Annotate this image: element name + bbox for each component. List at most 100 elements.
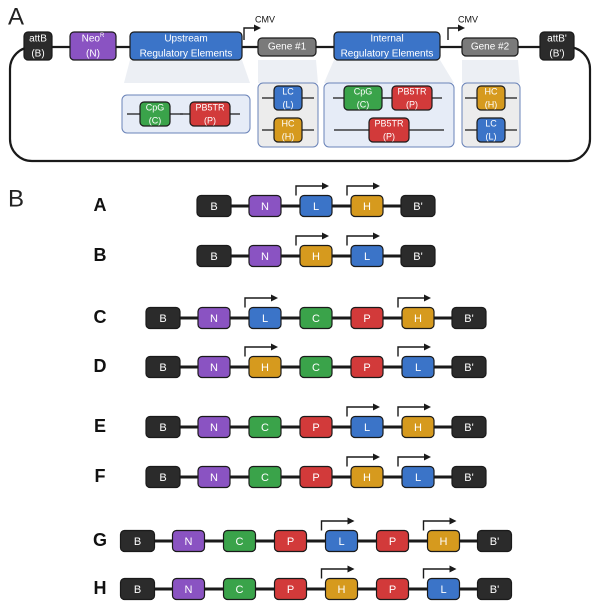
upstream-detail-cpg-code: (C)	[149, 115, 162, 125]
construct-H-element-6	[426, 577, 461, 601]
construct-G-element-0	[119, 529, 156, 553]
construct-B-element-4	[400, 244, 436, 268]
construct-C-element-3	[299, 306, 333, 330]
internal-detail-pb5tr-2-code: (P)	[383, 131, 395, 141]
construct-C-element-4	[350, 306, 384, 330]
construct-G-element-3-label: P	[287, 536, 294, 548]
construct-H-element-4-label: H	[338, 584, 346, 596]
construct-B-element-0-label: B	[210, 251, 217, 263]
construct-A-element-4	[400, 194, 436, 218]
construct-F-element-3-label: P	[312, 472, 319, 484]
construct-B-element-1	[248, 244, 282, 268]
construct-F-element-0	[145, 465, 181, 489]
construct-C-element-5-label: H	[414, 313, 422, 325]
construct-A-promoter-2-head	[322, 182, 329, 190]
construct-F-element-5	[401, 465, 435, 489]
construct-G-element-6-label: H	[440, 536, 448, 548]
gene1-module	[257, 37, 317, 57]
construct-F-element-3	[299, 465, 333, 489]
construct-H-element-3-label: P	[287, 584, 294, 596]
construct-D-element-4	[350, 355, 384, 379]
construct-D-promoter-2-head	[271, 343, 278, 351]
construct-C-element-1	[197, 306, 231, 330]
construct-G-element-4-label: L	[338, 536, 344, 548]
cmv-arrow-2-head	[458, 24, 465, 32]
neo-module-superscript: R	[100, 33, 105, 39]
construct-A-element-0-label: B	[210, 201, 217, 213]
gene1-detail-hc	[273, 117, 303, 143]
upstream-zoom-wedge	[124, 60, 250, 83]
construct-E-element-3	[299, 415, 333, 439]
construct-B-element-2	[299, 244, 333, 268]
construct-G-element-7-label: B'	[490, 536, 499, 548]
construct-C-element-6-label: B'	[464, 313, 473, 325]
construct-A-element-3-label: H	[363, 201, 371, 213]
construct-C-element-5	[401, 306, 435, 330]
construct-C-element-4-label: P	[363, 313, 370, 325]
attb-module	[23, 31, 53, 61]
construct-G-element-3	[273, 529, 308, 553]
construct-F-element-1-label: N	[210, 472, 218, 484]
upstream-module-label: Upstream	[164, 34, 207, 45]
construct-label-G: G	[93, 530, 107, 550]
construct-A-element-1	[248, 194, 282, 218]
construct-A-promoter-3	[346, 185, 373, 196]
upstream-detail-cpg-name: CpG	[146, 102, 165, 112]
construct-D-element-3-label: C	[312, 362, 320, 374]
construct-E-element-4	[350, 415, 384, 439]
internal-detail-pb5tr-1	[391, 85, 433, 111]
cmv-arrow-1	[243, 27, 254, 40]
attb-module-code: (B)	[31, 49, 44, 60]
upstream-detail-pb5tr	[189, 101, 231, 127]
construct-label-D: D	[94, 356, 107, 376]
construct-H-element-5-label: P	[389, 584, 396, 596]
neo-module	[69, 31, 117, 61]
cmv-arrow-1-head	[254, 24, 261, 32]
gene2-detail-hc-code: (H)	[485, 99, 498, 109]
construct-B-promoter-2	[295, 235, 322, 246]
construct-A-element-2-label: L	[313, 201, 319, 213]
construct-D-element-6	[451, 355, 487, 379]
construct-G-element-5-label: P	[389, 536, 396, 548]
construct-B-element-4-label: B'	[413, 251, 422, 263]
attb-module-label: attB	[29, 34, 47, 45]
construct-D-element-6-label: B'	[464, 362, 473, 374]
gene1-detail	[257, 82, 319, 148]
internal-module-code: Regulatory Elements	[341, 49, 434, 60]
construct-E-element-6	[451, 415, 487, 439]
construct-G-promoter-6	[422, 520, 450, 531]
construct-D-promoter-5-head	[424, 343, 431, 351]
construct-C-element-2	[248, 306, 282, 330]
gene1-detail-lc-code: (L)	[283, 99, 294, 109]
internal-detail-pb5tr-1-name: PB5TR	[397, 86, 427, 96]
gene1-label: Gene #1	[268, 42, 307, 53]
construct-D-element-0	[145, 355, 181, 379]
construct-F-promoter-4-head	[373, 453, 380, 461]
construct-E-element-4-label: L	[364, 422, 370, 434]
construct-E-element-2-label: C	[261, 422, 269, 434]
construct-H-element-2-label: C	[236, 584, 244, 596]
construct-G-promoter-4-head	[347, 517, 355, 525]
construct-label-H: H	[94, 578, 107, 598]
construct-B-element-3-label: L	[364, 251, 370, 263]
construct-E-promoter-4-head	[373, 403, 380, 411]
upstream-module-code: Regulatory Elements	[140, 49, 233, 60]
construct-C-element-3-label: C	[312, 313, 320, 325]
construct-H-element-1-label: N	[185, 584, 193, 596]
construct-C-promoter-5	[397, 297, 424, 308]
construct-A-element-3	[350, 194, 384, 218]
construct-C-element-0-label: B	[159, 313, 166, 325]
construct-label-F: F	[95, 466, 106, 486]
construct-F-element-6	[451, 465, 487, 489]
construct-G-element-5	[375, 529, 410, 553]
construct-A-element-2	[299, 194, 333, 218]
attbp-module-label: attB'	[547, 34, 567, 45]
construct-D-promoter-5	[397, 346, 424, 357]
construct-H-element-6-label: L	[440, 584, 446, 596]
internal-module	[333, 31, 441, 61]
construct-D-promoter-2	[244, 346, 271, 357]
construct-H-element-2	[222, 577, 257, 601]
gene1-detail-hc-name: HC	[282, 118, 295, 128]
construct-H-promoter-6-head	[449, 565, 457, 573]
